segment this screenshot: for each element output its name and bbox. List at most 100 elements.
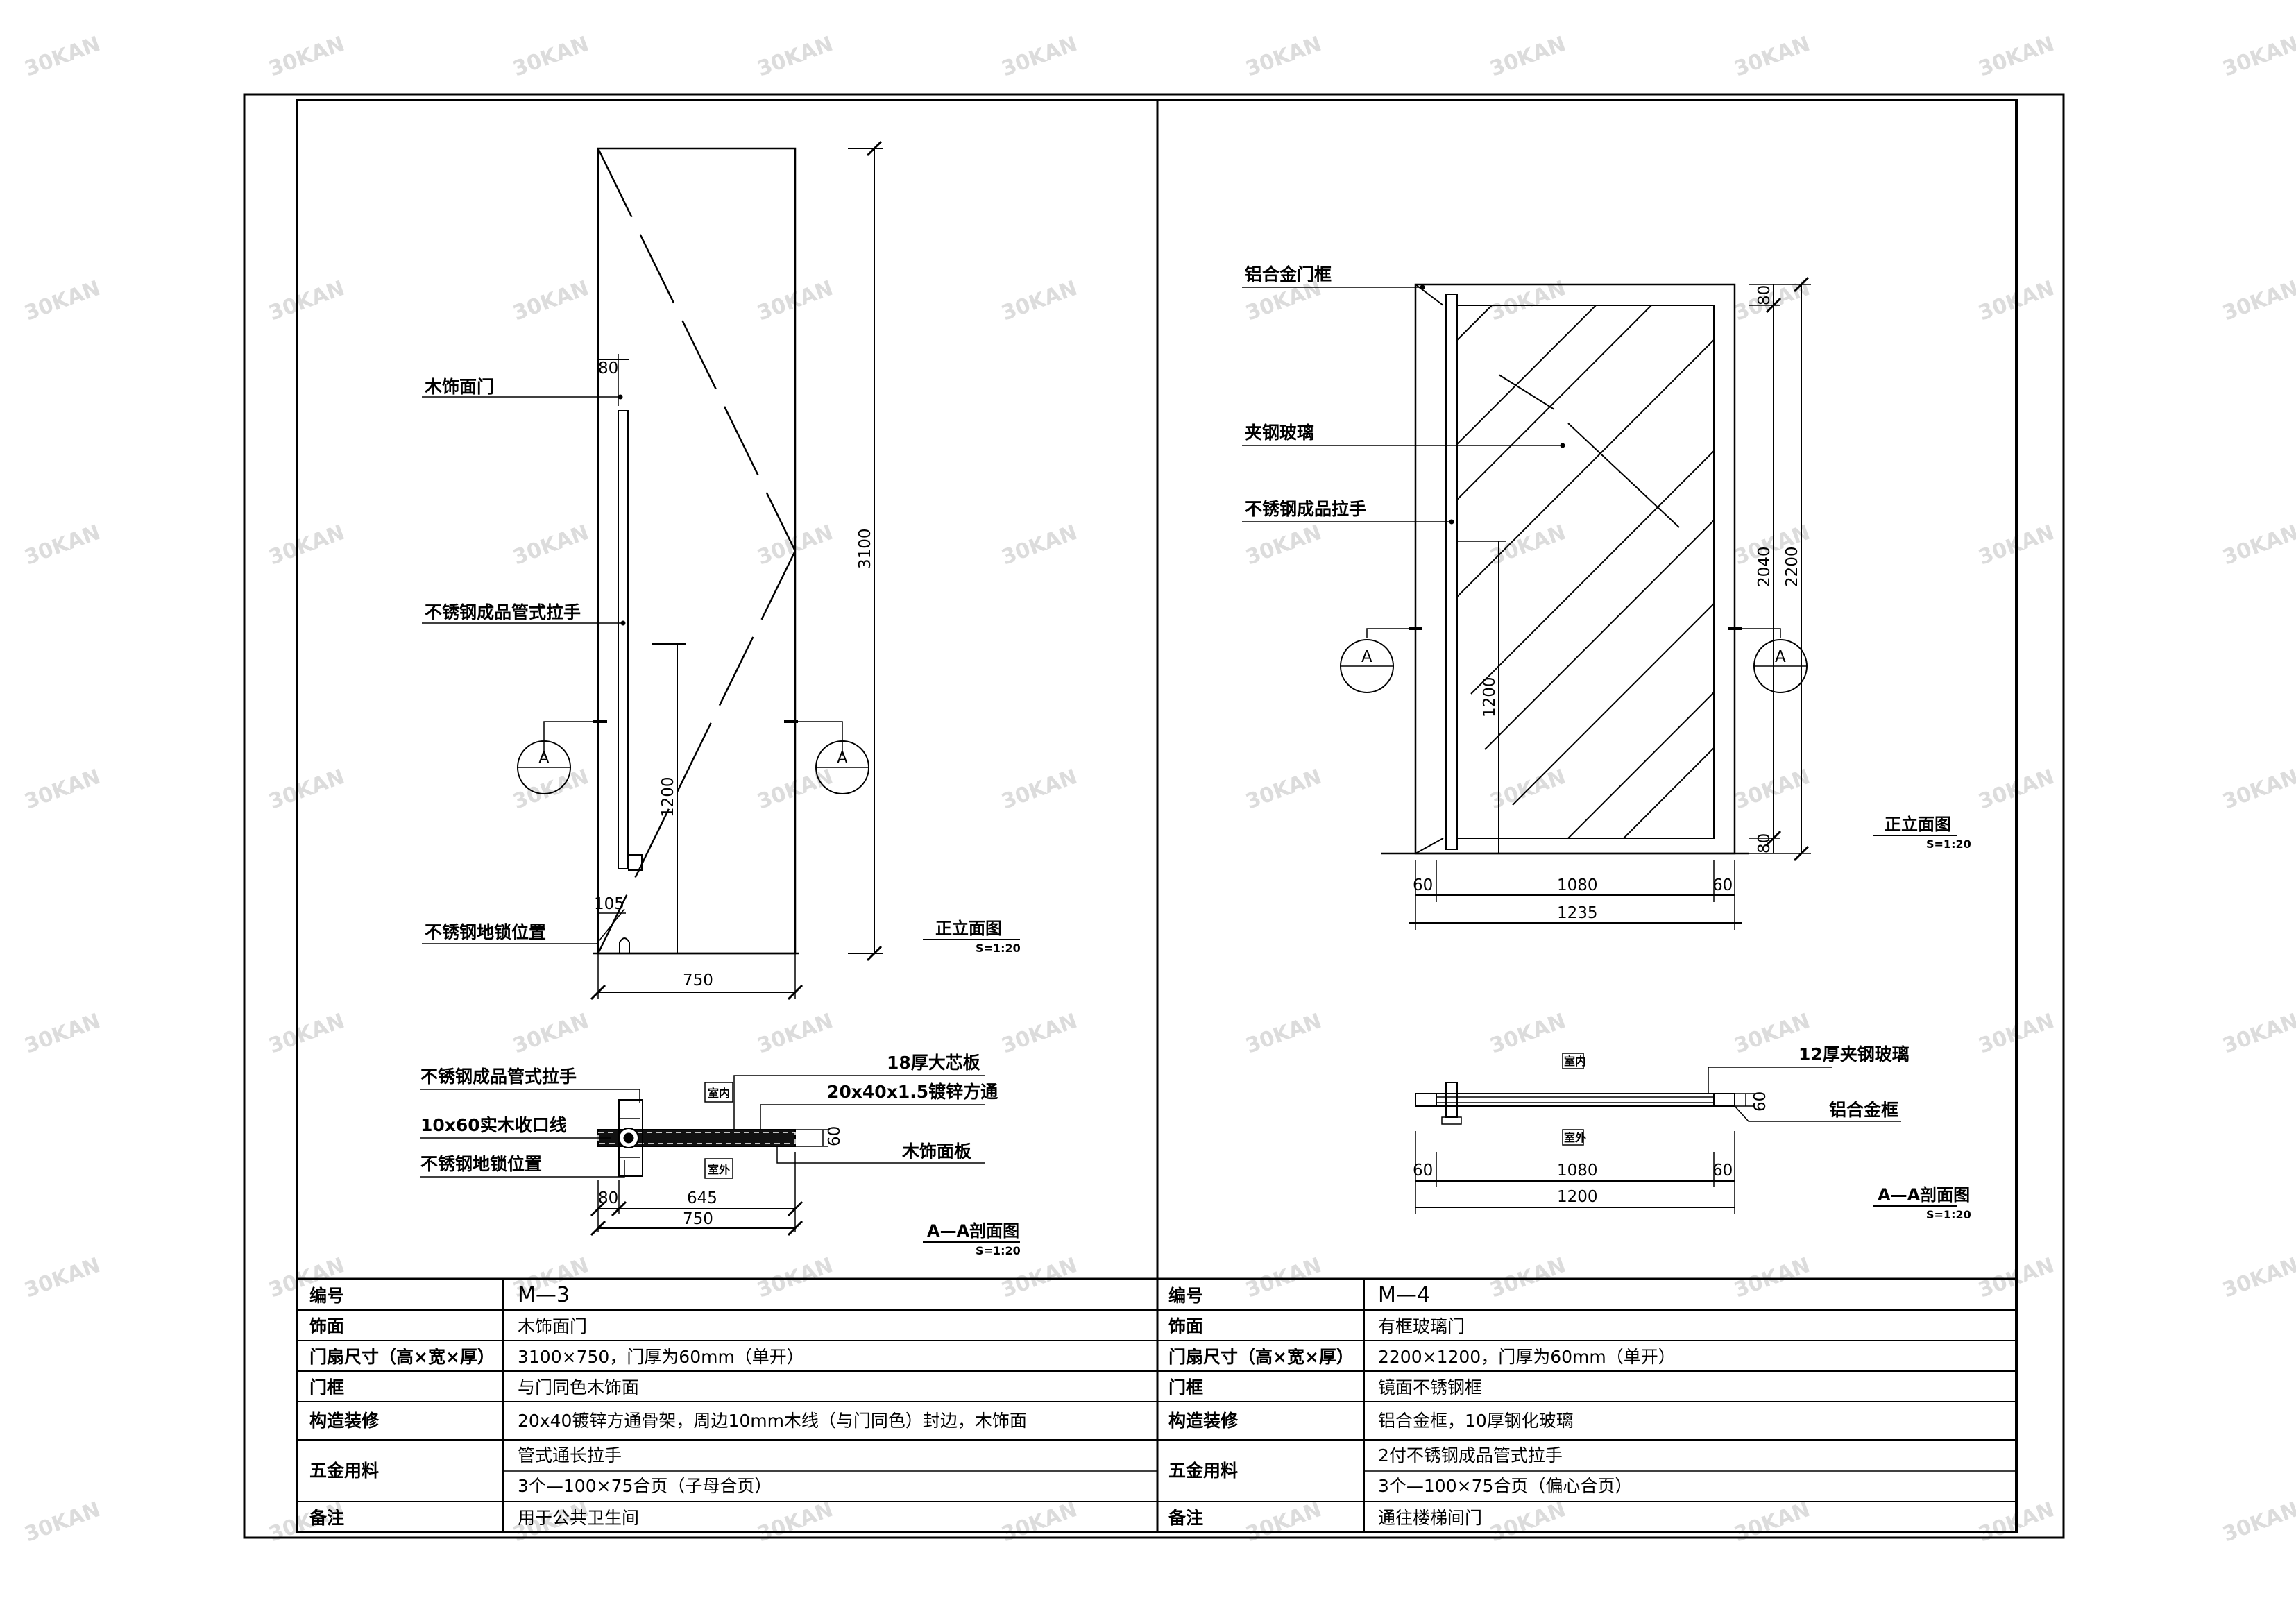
watermark-text: 30KAN — [1487, 1497, 1569, 1547]
watermark-text: 30KAN — [510, 1009, 592, 1059]
m3-section — [420, 1075, 1020, 1243]
m3-sec-dim-750: 750 — [683, 1210, 713, 1228]
watermark-text: 30KAN — [266, 276, 348, 326]
m3-elevation — [422, 140, 1020, 1001]
watermark-text: 30KAN — [1731, 32, 1813, 82]
m3-sec-dim-60: 60 — [826, 1126, 844, 1146]
table-right-key-remark: 备注 — [1168, 1508, 1203, 1528]
table-left-val-frame: 与门同色木饰面 — [518, 1377, 639, 1397]
watermark-text: 30KAN — [2220, 1497, 2296, 1547]
table-left-key-id: 编号 — [309, 1286, 344, 1306]
outer-border — [243, 93, 2065, 1539]
table-left-key-construction: 构造装修 — [309, 1411, 380, 1431]
table-right-key-id: 编号 — [1168, 1286, 1203, 1306]
m4-dim-1200: 1200 — [1481, 677, 1499, 717]
table-right-key-frame: 门框 — [1168, 1377, 1203, 1397]
m4-label-handle: 不锈钢成品拉手 — [1245, 499, 1366, 519]
watermark-text: 30KAN — [754, 32, 836, 82]
m3-sec-label-floor-lock: 不锈钢地锁位置 — [420, 1154, 542, 1174]
watermark-text: 30KAN — [1487, 1009, 1569, 1059]
m3-section-caption: A—A剖面图 — [927, 1221, 1019, 1241]
m3-sec-label-outside: 室外 — [708, 1163, 730, 1176]
table-left-key-remark: 备注 — [309, 1508, 344, 1528]
watermark-text: 30KAN — [2220, 1253, 2296, 1303]
watermark-text: 30KAN — [510, 32, 592, 82]
watermark-text: 30KAN — [1487, 276, 1569, 326]
m4-sec-dim-60-left: 60 — [1413, 1162, 1433, 1180]
watermark-text: 30KAN — [2220, 32, 2296, 82]
table-right-val-size: 2200×1200，门厚为60mm（单开） — [1378, 1347, 1676, 1367]
m3-swing-line-bottom — [597, 550, 797, 954]
watermark-text: 30KAN — [510, 276, 592, 326]
watermark-layer: 30KAN 30KAN 30KAN 30KAN 30KAN 30KAN 30KAN 30KAN… — [22, 32, 2296, 1547]
table-right-val-remark: 通往楼梯间门 — [1378, 1508, 1482, 1528]
m3-handle-foot — [628, 854, 643, 871]
m4-elevation-scale: S=1:20 — [1926, 838, 1971, 851]
table-right-key-construction: 构造装修 — [1168, 1411, 1239, 1431]
m3-floor-lock — [619, 937, 630, 953]
table-right-key-hardware: 五金用料 — [1168, 1461, 1238, 1481]
m3-sec-dim-645: 645 — [687, 1189, 717, 1207]
table-left-val-finish: 木饰面门 — [518, 1316, 587, 1336]
table-right-val-id: M—4 — [1378, 1283, 1430, 1307]
watermark-text: 30KAN — [754, 1497, 836, 1547]
m4-section-marker-left: A — [1361, 648, 1372, 666]
m4-section-scale: S=1:20 — [1926, 1208, 1971, 1221]
table-right-val-frame: 镜面不锈钢框 — [1378, 1377, 1482, 1397]
watermark-text: 30KAN — [754, 1009, 836, 1059]
m4-dim-60-right: 60 — [1712, 876, 1733, 894]
m4-dim-2200: 2200 — [1783, 546, 1801, 587]
table-right-val-construction: 铝合金框，10厚钢化玻璃 — [1378, 1411, 1574, 1431]
m3-label-floor-lock: 不锈钢地锁位置 — [425, 922, 546, 942]
m3-sec-label-trim: 10x60实木收口线 — [420, 1115, 567, 1135]
m3-dim-750: 750 — [683, 971, 713, 989]
watermark-text: 30KAN — [1243, 1009, 1325, 1059]
m4-section-handle — [1445, 1082, 1458, 1118]
m4-label-frame: 铝合金门框 — [1245, 264, 1332, 284]
table-right-key-finish: 饰面 — [1168, 1316, 1203, 1336]
m3-sec-label-core: 18厚大芯板 — [887, 1053, 980, 1073]
watermark-text: 30KAN — [1243, 32, 1325, 82]
table-left-val-id: M—3 — [518, 1283, 570, 1307]
table-right-val-hardware-2: 3个—100×75合页（偏心合页） — [1378, 1476, 1632, 1496]
m3-swing-line-top — [597, 148, 797, 552]
table-left-val-remark: 用于公共卫生间 — [518, 1508, 639, 1528]
m4-sec-dim-1200: 1200 — [1557, 1188, 1598, 1206]
watermark-text: 30KAN — [22, 1253, 103, 1303]
spec-table-left: 编号 饰面 门扇尺寸（高×宽×厚） 门框 构造装修 五金用料 备注 M—3 木饰… — [309, 1283, 1027, 1528]
m3-label-handle: 不锈钢成品管式拉手 — [425, 602, 581, 622]
watermark-text: 30KAN — [22, 32, 103, 82]
m3-dim-1200: 1200 — [659, 776, 677, 817]
m4-elevation-caption: 正立面图 — [1885, 815, 1951, 834]
table-left-key-hardware: 五金用料 — [309, 1461, 379, 1481]
m3-handle-bar — [618, 410, 629, 869]
watermark-text: 30KAN — [998, 520, 1080, 570]
watermark-text: 30KAN — [998, 276, 1080, 326]
watermark-text: 30KAN — [1243, 520, 1325, 570]
table-right-val-finish: 有框玻璃门 — [1378, 1316, 1465, 1336]
m3-elevation-scale: S=1:20 — [976, 942, 1021, 955]
m3-sec-label-inside: 室内 — [708, 1087, 730, 1100]
watermark-text: 30KAN — [22, 1497, 103, 1547]
m4-section-body — [1415, 1093, 1735, 1107]
watermark-text: 30KAN — [998, 1009, 1080, 1059]
m4-handle-bar — [1445, 294, 1458, 850]
watermark-text: 30KAN — [266, 32, 348, 82]
m3-section-scale: S=1:20 — [976, 1244, 1021, 1257]
table-left-key-finish: 饰面 — [309, 1316, 344, 1336]
m3-sec-dim-80: 80 — [598, 1189, 618, 1207]
table-left-val-size: 3100×750，门厚为60mm（单开） — [518, 1347, 804, 1367]
m4-sec-dim-1080: 1080 — [1557, 1162, 1598, 1180]
m4-section — [1415, 1053, 1957, 1214]
watermark-text: 30KAN — [22, 276, 103, 326]
m4-sec-label-frame: 铝合金框 — [1829, 1100, 1898, 1120]
watermark-text: 30KAN — [998, 765, 1080, 815]
watermark-text: 30KAN — [1731, 1497, 1813, 1547]
spec-table-right: 编号 饰面 门扇尺寸（高×宽×厚） 门框 构造装修 五金用料 备注 M—4 有框… — [1168, 1283, 1676, 1528]
m4-sec-label-inside: 室内 — [1564, 1055, 1586, 1068]
m3-sec-label-tube: 20x40x1.5镀锌方通 — [827, 1082, 998, 1102]
m3-elevation-text: 木饰面门 不锈钢成品管式拉手 不锈钢地锁位置 80 105 750 3100 1… — [424, 359, 1021, 989]
watermark-text: 30KAN — [2220, 1009, 2296, 1059]
m4-dim-80-top: 80 — [1755, 285, 1774, 305]
